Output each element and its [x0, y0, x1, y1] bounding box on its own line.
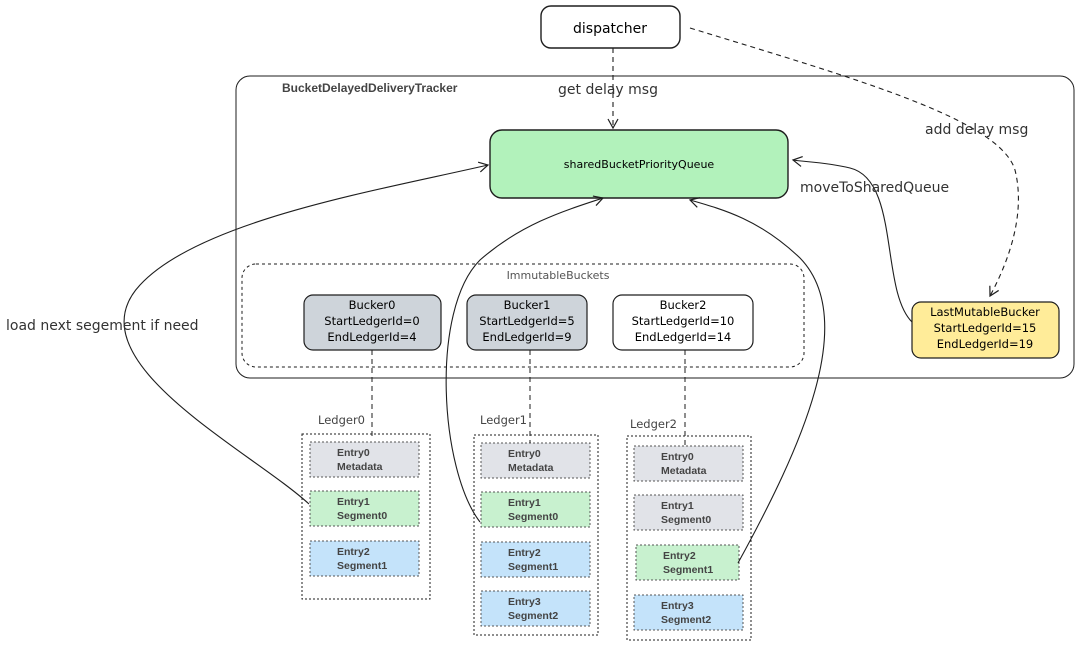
entry-title: Entry1	[337, 496, 370, 508]
move-to-shared-label: moveToSharedQueue	[800, 180, 949, 196]
entry-subtitle: Metadata	[661, 465, 707, 477]
entry-subtitle: Segment0	[661, 514, 711, 526]
entry-subtitle: Segment0	[508, 511, 558, 523]
tracker-container	[235, 75, 1075, 379]
entry-subtitle: Segment1	[508, 561, 558, 573]
bucket-1: Bucker1 StartLedgerId=5 EndLedgerId=9	[466, 294, 588, 351]
ledger-entry: Entry1 Segment0	[309, 490, 420, 527]
dispatcher-label: dispatcher	[573, 21, 647, 37]
ledger-entry: Entry1 Segment0	[633, 494, 744, 531]
entry-subtitle: Metadata	[508, 462, 554, 474]
entry-title: Entry3	[661, 600, 694, 612]
ledger-2-entries: Entry0 Metadata Entry1 Segment0 Entry2 S…	[633, 445, 744, 631]
ledger-entry: Entry2 Segment1	[480, 541, 591, 578]
shared-queue-label: sharedBucketPriorityQueue	[564, 158, 715, 171]
last-mutable-bucket: LastMutableBucker StartLedgerId=15 EndLe…	[911, 301, 1060, 359]
add-delay-arrow	[689, 27, 1019, 298]
ledger-entry: Entry3 Segment2	[633, 594, 744, 631]
add-delay-label: add delay msg	[925, 122, 1028, 138]
ledger1-segment-arrow	[445, 195, 605, 523]
bucket-2-name: Bucker2	[660, 298, 707, 312]
bucket-0: Bucker0 StartLedgerId=0 EndLedgerId=4	[303, 294, 442, 351]
ledger-entry: Entry0 Metadata	[309, 441, 420, 478]
entry-subtitle: Segment2	[661, 614, 711, 626]
load-segment-arrow	[123, 161, 490, 505]
bucket-1-end: EndLedgerId=9	[482, 330, 571, 344]
bucket-0-end: EndLedgerId=4	[327, 330, 416, 344]
get-delay-label: get delay msg	[558, 82, 658, 98]
ledger2-segment-arrow	[688, 197, 826, 564]
entry-title: Entry0	[337, 447, 370, 459]
entry-title: Entry2	[337, 546, 370, 558]
last-bucket-end: EndLedgerId=19	[937, 337, 1034, 351]
last-bucket-name: LastMutableBucker	[930, 305, 1040, 319]
ledger-entry: Entry2 Segment1	[309, 540, 420, 577]
ledger-entry: Entry0 Metadata	[480, 442, 591, 479]
entry-subtitle: Segment1	[663, 564, 713, 576]
ledger-entry: Entry1 Segment0	[480, 491, 591, 528]
ledger-0-entries: Entry0 Metadata Entry1 Segment0 Entry2 S…	[309, 441, 420, 577]
ledger-2-label: Ledger2	[630, 417, 677, 431]
move-to-shared-arrow	[791, 155, 913, 323]
bucket-2: Bucker2 StartLedgerId=10 EndLedgerId=14	[612, 294, 754, 351]
bucket-1-name: Bucker1	[504, 298, 551, 312]
ledger-0-container	[301, 433, 431, 600]
dispatcher-node	[540, 5, 681, 49]
ledger-entry: Entry0 Metadata	[633, 445, 744, 482]
last-bucket-start: StartLedgerId=15	[934, 321, 1037, 335]
bucket-1-start: StartLedgerId=5	[479, 314, 574, 328]
shared-queue-node	[489, 129, 789, 199]
entry-title: Entry2	[508, 547, 541, 559]
entry-title: Entry1	[661, 500, 694, 512]
bucket-0-start: StartLedgerId=0	[324, 314, 419, 328]
entry-title: Entry2	[663, 550, 696, 562]
entry-title: Entry1	[508, 497, 541, 509]
ledger-1-label: Ledger1	[480, 413, 527, 427]
ledger-entry: Entry2 Segment1	[635, 544, 740, 581]
bucket-2-start: StartLedgerId=10	[632, 314, 735, 328]
entry-subtitle: Segment2	[508, 610, 558, 622]
tracker-label: BucketDelayedDeliveryTracker	[282, 81, 458, 95]
bucket-0-name: Bucker0	[349, 298, 396, 312]
ledger-1-container	[473, 434, 599, 636]
entry-title: Entry0	[508, 448, 541, 460]
entry-subtitle: Segment0	[337, 510, 387, 522]
ledger-entry: Entry3 Segment2	[480, 590, 591, 627]
load-next-label: load next segement if need	[6, 318, 199, 334]
entry-subtitle: Segment1	[337, 560, 387, 572]
entry-title: Entry3	[508, 596, 541, 608]
ledger-1-entries: Entry0 Metadata Entry1 Segment0 Entry2 S…	[480, 442, 591, 627]
ledger-0-label: Ledger0	[318, 413, 365, 427]
immutable-buckets-label: ImmutableBuckets	[507, 269, 610, 282]
entry-subtitle: Metadata	[337, 461, 383, 473]
entry-title: Entry0	[661, 451, 694, 463]
bucket-2-end: EndLedgerId=14	[635, 330, 732, 344]
immutable-buckets-group	[241, 263, 805, 368]
